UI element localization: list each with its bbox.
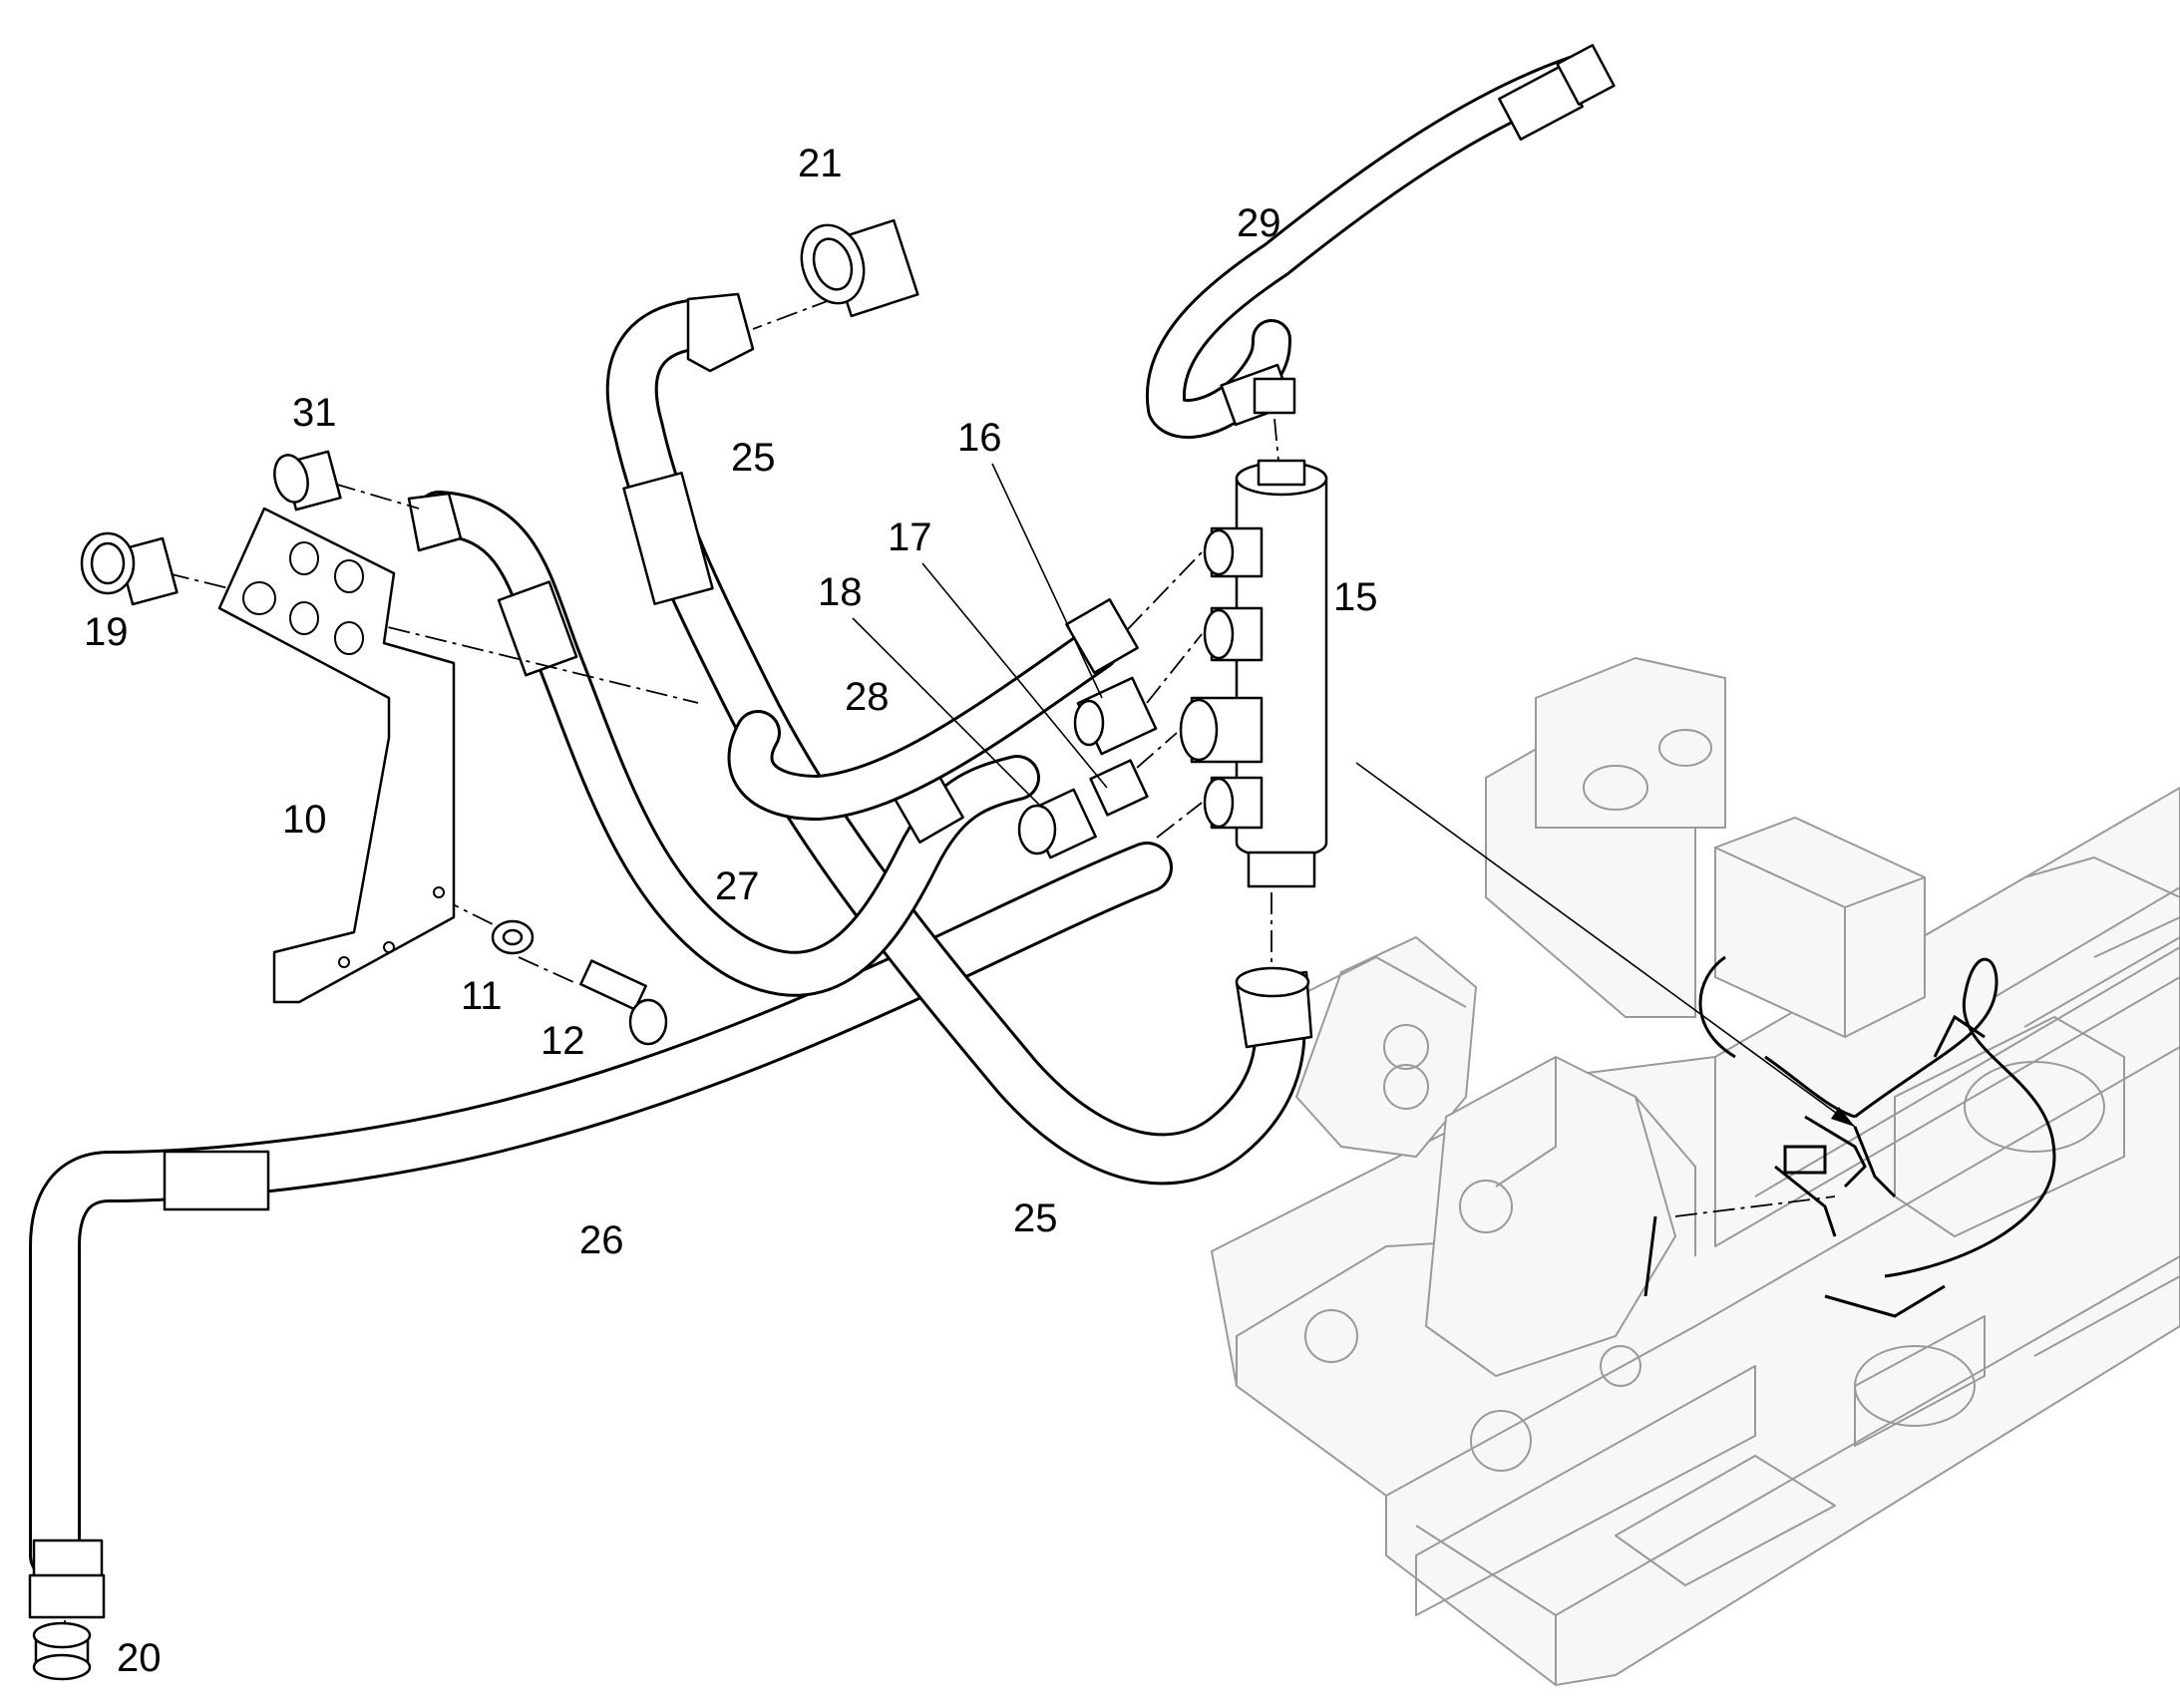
callout-11: 11	[461, 974, 503, 1018]
callout-25-upper: 25	[731, 436, 776, 480]
machine-frame-context	[1210, 656, 2180, 1687]
callout-labels: 10 11 12 15 16 17 18 19 20 21 25 25 26 2…	[84, 142, 1378, 1680]
callout-29: 29	[1237, 201, 1281, 245]
callout-12: 12	[541, 1019, 585, 1063]
adapter-21	[800, 218, 919, 318]
bracket-10	[217, 507, 456, 1004]
callout-25-lower: 25	[1013, 1196, 1058, 1240]
hose-27	[407, 491, 1040, 997]
manifold-15	[1179, 459, 1328, 888]
fittings-16-17-18	[1017, 676, 1158, 859]
callout-16: 16	[957, 416, 1002, 460]
callout-10: 10	[282, 798, 327, 842]
callout-19: 19	[84, 610, 129, 654]
callout-28: 28	[845, 675, 890, 719]
callout-17: 17	[888, 515, 932, 559]
bolt-12	[579, 959, 668, 1046]
callout-leaders	[852, 463, 1108, 809]
adapter-19	[80, 531, 179, 606]
hose-29	[1145, 44, 1616, 439]
callout-20: 20	[117, 1636, 162, 1680]
callout-26: 26	[579, 1218, 624, 1262]
hose-26	[28, 842, 1173, 1619]
hose-25	[605, 292, 1313, 1186]
installed-hose-location	[1643, 955, 2056, 1318]
location-arrowhead	[1831, 1107, 1855, 1127]
callout-18: 18	[818, 570, 863, 614]
adapter-20	[32, 1621, 92, 1681]
location-leader-line	[1355, 762, 1856, 1128]
callout-27: 27	[715, 864, 760, 908]
callout-31: 31	[292, 391, 337, 435]
callout-15: 15	[1333, 575, 1378, 619]
callout-21: 21	[798, 142, 843, 185]
washer-11	[491, 919, 535, 955]
adapter-31	[273, 450, 342, 512]
hose-28	[727, 598, 1139, 821]
